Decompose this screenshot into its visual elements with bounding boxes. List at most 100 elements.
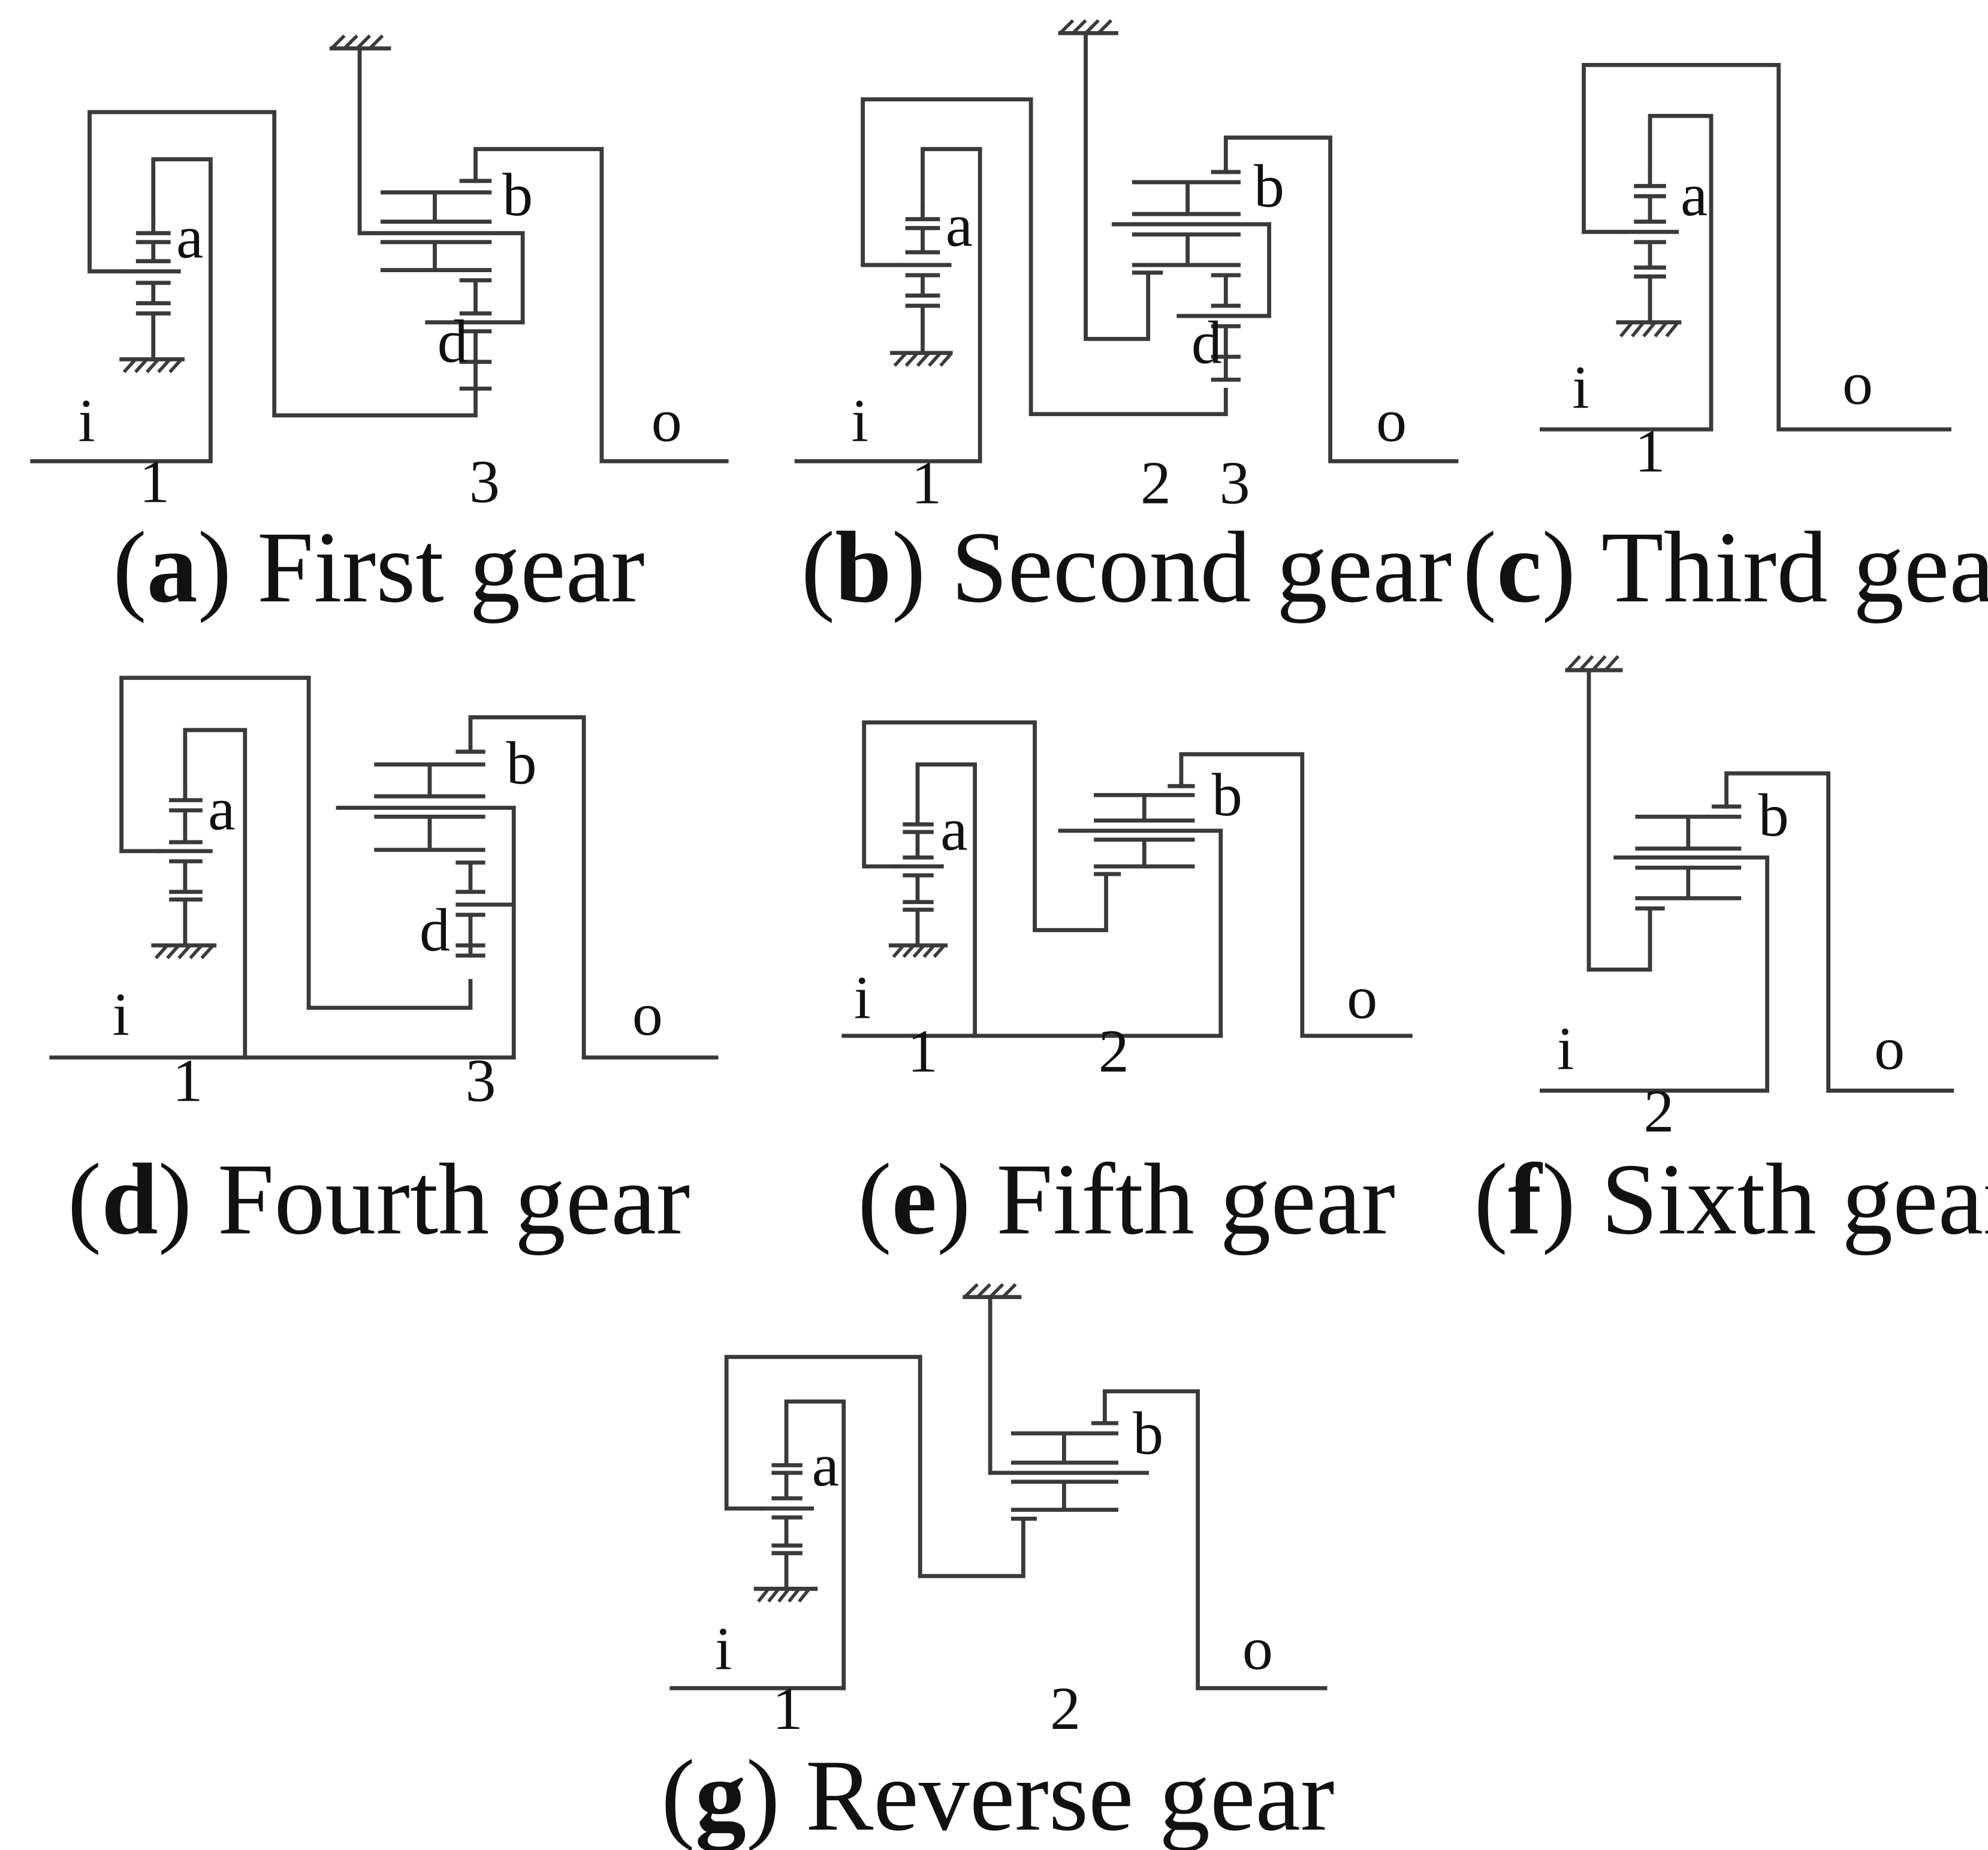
shaft-label-2: 2 [1050,1675,1081,1743]
ground-hatch-upper [963,1283,1017,1298]
shaft-label-1: 1 [139,448,170,516]
shaft-label-2: 2 [1099,1017,1129,1085]
shaft-label-2: 2 [1141,450,1171,517]
input-shaft [49,728,248,1060]
planetary-set-b [374,749,485,852]
ground-hatch-a [1619,321,1679,338]
panel-caption: (a) First gear [113,510,645,623]
panel-c-schematic: a i o 1 [1539,62,1951,485]
caption-text: Reverse gear [806,1738,1335,1850]
input-shaft [669,1399,846,1691]
input-label: i [854,964,871,1032]
caption-text: Fifth gear [996,1142,1395,1255]
caption-letter: a [147,510,198,623]
planetary-set-b [1132,170,1241,275]
ground-hatch-a [893,351,952,367]
panel-caption: (c) Third gear [1462,510,1988,623]
caption-letter: f [1508,1142,1543,1255]
input-label: i [113,981,129,1048]
output-label: o [1842,350,1873,418]
panel-reverse-gear: a b i o 1 2 (g) Reverse gear [661,1283,1335,1850]
panel-e-schematic: a b i o 1 2 [841,720,1413,1085]
caption-text: First gear [257,510,645,623]
ground-hatch-a [892,944,946,958]
caption-letter: g [695,1738,746,1850]
panel-fourth-gear: a b d i o 1 3 (d) Fourth gear [49,676,719,1255]
panel-second-gear: a b d i o 1 2 3 (b) Second gear [794,19,1459,623]
caption-letter: b [835,510,892,623]
ground-link-upper [1084,31,1271,341]
gear-label-a: a [946,192,973,260]
caption-letter: c [1497,510,1541,623]
panel-caption: (g) Reverse gear [661,1738,1334,1850]
panel-d-schematic: a b d i o 1 3 [49,676,719,1114]
ground-link-upper [357,46,525,325]
gear-label-b: b [1758,782,1789,849]
input-label: i [715,1615,732,1683]
planetary-set-d [1211,273,1241,382]
ground-hatch-a [122,358,183,373]
caption-text: Third gear [1601,510,1988,623]
shaft-label-3: 3 [1220,450,1250,517]
shaft-label-1: 1 [773,1675,803,1743]
input-shaft [794,147,982,463]
gear-label-a: a [812,1432,839,1499]
shaft-label-1: 1 [907,1017,938,1085]
shaft-label-3: 3 [465,1047,496,1114]
shaft-label-1: 1 [1635,417,1666,485]
input-shaft [1539,114,1714,432]
gear-label-a: a [1681,161,1708,229]
carrier-b-link [973,828,1223,1038]
carrier-a-loop [88,110,478,418]
output-shaft [1724,771,1954,1093]
shaft-label-1: 1 [911,450,942,517]
shaft-label-3: 3 [469,448,500,516]
output-label: o [1242,1615,1273,1683]
ground-hatch-upper [1565,655,1619,671]
shaft-label-2: 2 [1643,1077,1674,1145]
gear-label-d: d [438,308,468,376]
output-label: o [1347,964,1377,1032]
planetary-set-b [1010,1421,1118,1521]
planetary-set-d [455,860,485,958]
gear-label-d: d [1191,309,1222,377]
planetary-set-a [760,1455,814,1591]
carrier-b-link [243,806,516,1060]
gear-label-b: b [506,730,536,797]
ground-hatch-a [154,944,215,960]
ground-hatch-upper [1059,19,1112,35]
carrier-a-loop [1582,62,1951,432]
caption-letter: d [101,1142,158,1255]
carrier-a-loop [724,1355,1025,1578]
gear-label-b: b [1254,152,1284,220]
output-shaft [1179,752,1413,1038]
input-shaft [30,157,213,463]
output-shaft [468,715,719,1060]
carrier-a-loop [862,720,1108,932]
panel-g-schematic: a b i o 1 2 [669,1283,1328,1743]
input-label: i [78,387,95,454]
shaft-label-1: 1 [173,1047,203,1114]
planetary-set-b [1635,804,1742,911]
output-label: o [651,387,682,454]
gear-label-a: a [208,776,235,843]
panel-caption: (d) Fourth gear [68,1142,690,1255]
output-shaft [473,147,729,463]
panel-a-schematic: a b d i o 1 3 [30,34,729,516]
planetary-set-a [1622,172,1679,325]
ground-link-upper [988,1295,1149,1475]
input-label: i [1557,1015,1574,1083]
planetary-set-a [125,214,181,361]
carrier-a-loop [861,97,1228,417]
gear-label-b: b [1133,1400,1163,1468]
output-label: o [632,981,663,1048]
planetary-set-d [459,278,492,391]
planetary-set-b [1094,784,1195,876]
panel-first-gear: a b d i o 1 3 (a) First gear [30,34,729,623]
ground-hatch-upper [330,34,384,50]
gear-label-a: a [176,203,203,271]
panel-fifth-gear: a b i o 1 2 (e) Fifth gear [841,720,1413,1255]
input-label: i [851,387,868,454]
panel-caption: (b) Second gear [801,510,1452,623]
